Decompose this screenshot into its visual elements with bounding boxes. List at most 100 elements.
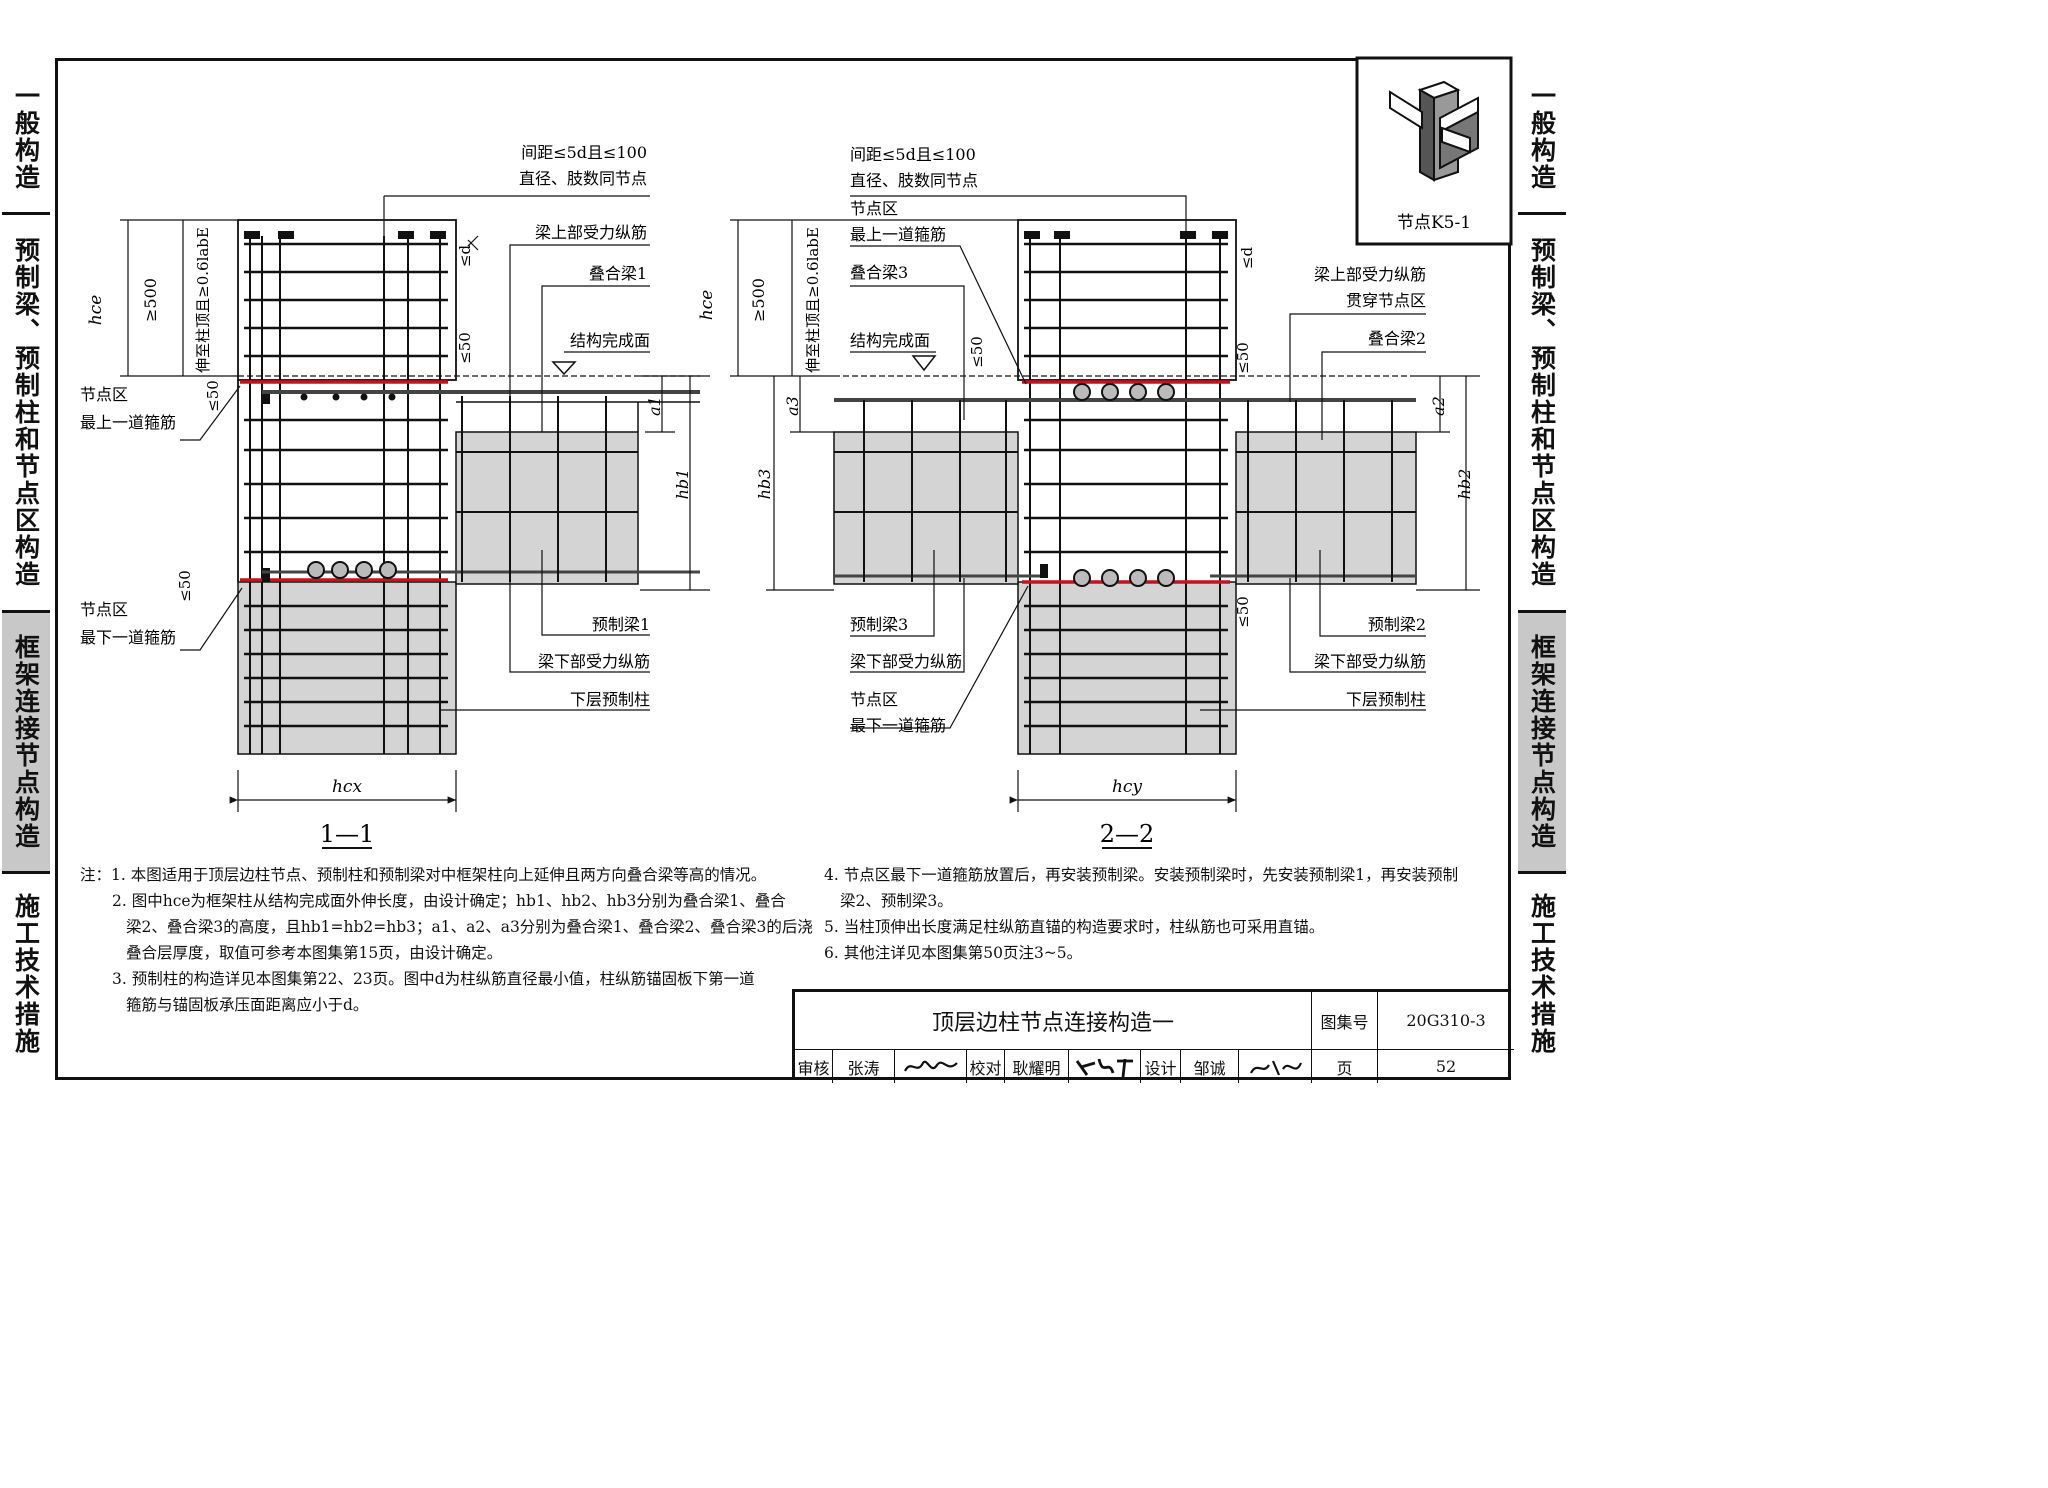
beam-stirrups xyxy=(456,396,638,582)
upper-column-extension xyxy=(1017,219,1237,381)
lower-precast-column xyxy=(1017,581,1237,755)
drawing-title: 顶层边柱节点连接构造一 xyxy=(795,992,1312,1050)
column-hoops xyxy=(244,242,448,728)
dim-hb3-label: hb3 xyxy=(755,469,774,500)
dim-extension-label: 伸至柱顶且≥0.6labE xyxy=(194,227,212,373)
label-finish-surface: 结构完成面 xyxy=(570,331,650,350)
label-node-bottom-a: 节点区 xyxy=(850,690,898,709)
precast-beam-2 xyxy=(1235,431,1417,585)
finish-surface-symbol xyxy=(911,355,937,372)
dim-le50-label: ≤50 xyxy=(204,380,222,412)
label-through-b: 贯穿节点区 xyxy=(1346,291,1426,310)
finish-surface-symbol xyxy=(551,361,577,376)
anchor-plates xyxy=(1024,231,1228,578)
note-line: 箍筋与锚固板承压面距离应小于d。 xyxy=(126,996,369,1014)
dim-le50-label: ≤50 xyxy=(456,332,474,364)
section-2-2: hce ≥500 伸至柱顶且≥0.6labE ≤d ≤50 ≤50 ≤50 a3… xyxy=(697,145,1480,849)
side-tab-general-right[interactable]: 一般构造 xyxy=(1527,83,1557,191)
dim-le50-label: ≤50 xyxy=(176,570,194,602)
dim-hce-label: hce xyxy=(697,290,717,321)
node-isometric-icon xyxy=(1389,80,1479,182)
dim-ge500-label: ≥500 xyxy=(749,278,768,322)
label-bottom-long-bar: 梁下部受力纵筋 xyxy=(850,652,962,671)
checker-signature xyxy=(1069,1050,1141,1083)
column-longitudinal-bars xyxy=(1029,236,1221,754)
label-node-top-b: 最上一道箍筋 xyxy=(80,413,176,432)
label-finish-surface: 结构完成面 xyxy=(850,331,930,350)
page-label: 页 xyxy=(1312,1050,1378,1083)
checker-name: 耿耀明 xyxy=(1005,1050,1069,1083)
notes-left: 注：1. 本图适用于顶层边柱节点、预制柱和预制梁对中框架柱向上延伸且两方向叠合梁… xyxy=(80,862,813,1018)
reviewer-name: 张涛 xyxy=(833,1050,895,1083)
anchor-plates xyxy=(244,231,446,582)
beam-stirrups xyxy=(834,400,1416,582)
side-tab-construction-left[interactable]: 施工技术措施 xyxy=(11,893,41,1055)
label-node-top-b: 最上一道箍筋 xyxy=(850,225,946,244)
note-line: 注：1. 本图适用于顶层边柱节点、预制柱和预制梁对中框架柱向上延伸且两方向叠合梁… xyxy=(80,866,767,884)
label-precast-beam-2: 预制梁2 xyxy=(1368,615,1426,634)
label-composite-beam-1: 叠合梁1 xyxy=(589,264,647,283)
upper-column-extension xyxy=(237,219,457,381)
side-tab-frame-joint-right[interactable]: 框架连接节点构造 xyxy=(1518,613,1566,871)
label-node-top-a: 节点区 xyxy=(850,199,898,218)
label-node-bottom-a: 节点区 xyxy=(80,600,128,619)
label-through-a: 梁上部受力纵筋 xyxy=(1314,265,1426,284)
atlas-label: 图集号 xyxy=(1312,992,1378,1050)
label-node-bottom-b: 最下一道箍筋 xyxy=(80,628,176,647)
side-separator xyxy=(1518,610,1566,613)
dimension-lines xyxy=(730,219,1480,812)
label-bottom-long-bar: 梁下部受力纵筋 xyxy=(538,652,650,671)
note-line: 梁2、叠合梁3的高度，且hb1=hb2=hb3；a1、a2、a3分别为叠合梁1、… xyxy=(126,918,813,936)
thumbnail-box: 节点K5-1 xyxy=(1355,56,1513,246)
note-line: 梁2、预制梁3。 xyxy=(840,892,953,910)
precast-beam-1 xyxy=(455,431,639,585)
note-line: 2. 图中hce为框架柱从结构完成面外伸长度，由设计确定；hb1、hb2、hb3… xyxy=(112,892,786,910)
dim-le50-label: ≤50 xyxy=(1234,596,1252,628)
side-tab-construction-right[interactable]: 施工技术措施 xyxy=(1527,893,1557,1055)
side-separator xyxy=(2,212,50,215)
side-separator xyxy=(1518,871,1566,874)
reviewer-signature xyxy=(895,1050,967,1083)
leader-lines xyxy=(850,195,1426,729)
side-tab-precast-left[interactable]: 预制梁、预制柱和节点区构造 xyxy=(11,237,41,588)
thumbnail-label: 节点K5-1 xyxy=(1397,213,1471,233)
label-node-bottom-b: 最下一道箍筋 xyxy=(850,716,946,735)
precast-beam-3 xyxy=(833,431,1019,585)
review-label: 审核 xyxy=(795,1050,833,1083)
drawing-canvas: 节点K5-1 xyxy=(80,56,1513,849)
label-bottom-long-bar-2: 梁下部受力纵筋 xyxy=(1314,652,1426,671)
check-label: 校对 xyxy=(967,1050,1005,1083)
dim-le-d-label: ≤d xyxy=(1238,247,1256,270)
dimension-lines xyxy=(120,219,710,812)
dim-extension-label: 伸至柱顶且≥0.6labE xyxy=(804,227,822,373)
label-precast-beam-1: 预制梁1 xyxy=(592,615,650,634)
leader-lines xyxy=(180,195,650,711)
side-tab-precast-right[interactable]: 预制梁、预制柱和节点区构造 xyxy=(1527,237,1557,588)
column-hoops xyxy=(1024,242,1228,728)
design-label: 设计 xyxy=(1141,1050,1181,1083)
side-tab-general-left[interactable]: 一般构造 xyxy=(11,83,41,191)
section-title-1-1: 1—1 xyxy=(320,820,375,848)
beam-top-bar-sections xyxy=(300,393,396,401)
label-top-long-bar: 梁上部受力纵筋 xyxy=(535,223,647,242)
label-precast-beam-3: 预制梁3 xyxy=(850,615,908,634)
note-line: 3. 预制柱的构造详见本图集第22、23页。图中d为柱纵筋直径最小值，柱纵筋锚固… xyxy=(112,970,755,988)
label-composite-beam-2: 叠合梁2 xyxy=(1368,329,1426,348)
column-longitudinal-bars xyxy=(249,236,441,754)
label-same-as-node: 直径、肢数同节点 xyxy=(850,171,978,190)
page-number: 52 xyxy=(1435,1057,1457,1076)
designer-signature xyxy=(1239,1050,1312,1083)
dim-hcx-label: hcx xyxy=(332,777,362,797)
dim-hcy-label: hcy xyxy=(1112,777,1142,797)
section-1-1: hce ≥500 伸至柱顶且≥0.6labE ≤d ≤50 ≤50 ≤50 a1… xyxy=(80,143,710,849)
section-title-2-2: 2—2 xyxy=(1100,820,1155,848)
side-tab-frame-joint-left[interactable]: 框架连接节点构造 xyxy=(2,613,50,871)
dim-hb1-label: hb1 xyxy=(673,469,692,500)
side-separator xyxy=(2,610,50,613)
label-lower-column: 下层预制柱 xyxy=(570,690,650,709)
dim-le50-label: ≤50 xyxy=(968,336,986,368)
lower-precast-column xyxy=(237,581,457,755)
note-line: 叠合层厚度，取值可参考本图集第15页，由设计确定。 xyxy=(126,944,503,962)
dim-le50-label: ≤50 xyxy=(1234,342,1252,374)
label-lower-column: 下层预制柱 xyxy=(1346,690,1426,709)
